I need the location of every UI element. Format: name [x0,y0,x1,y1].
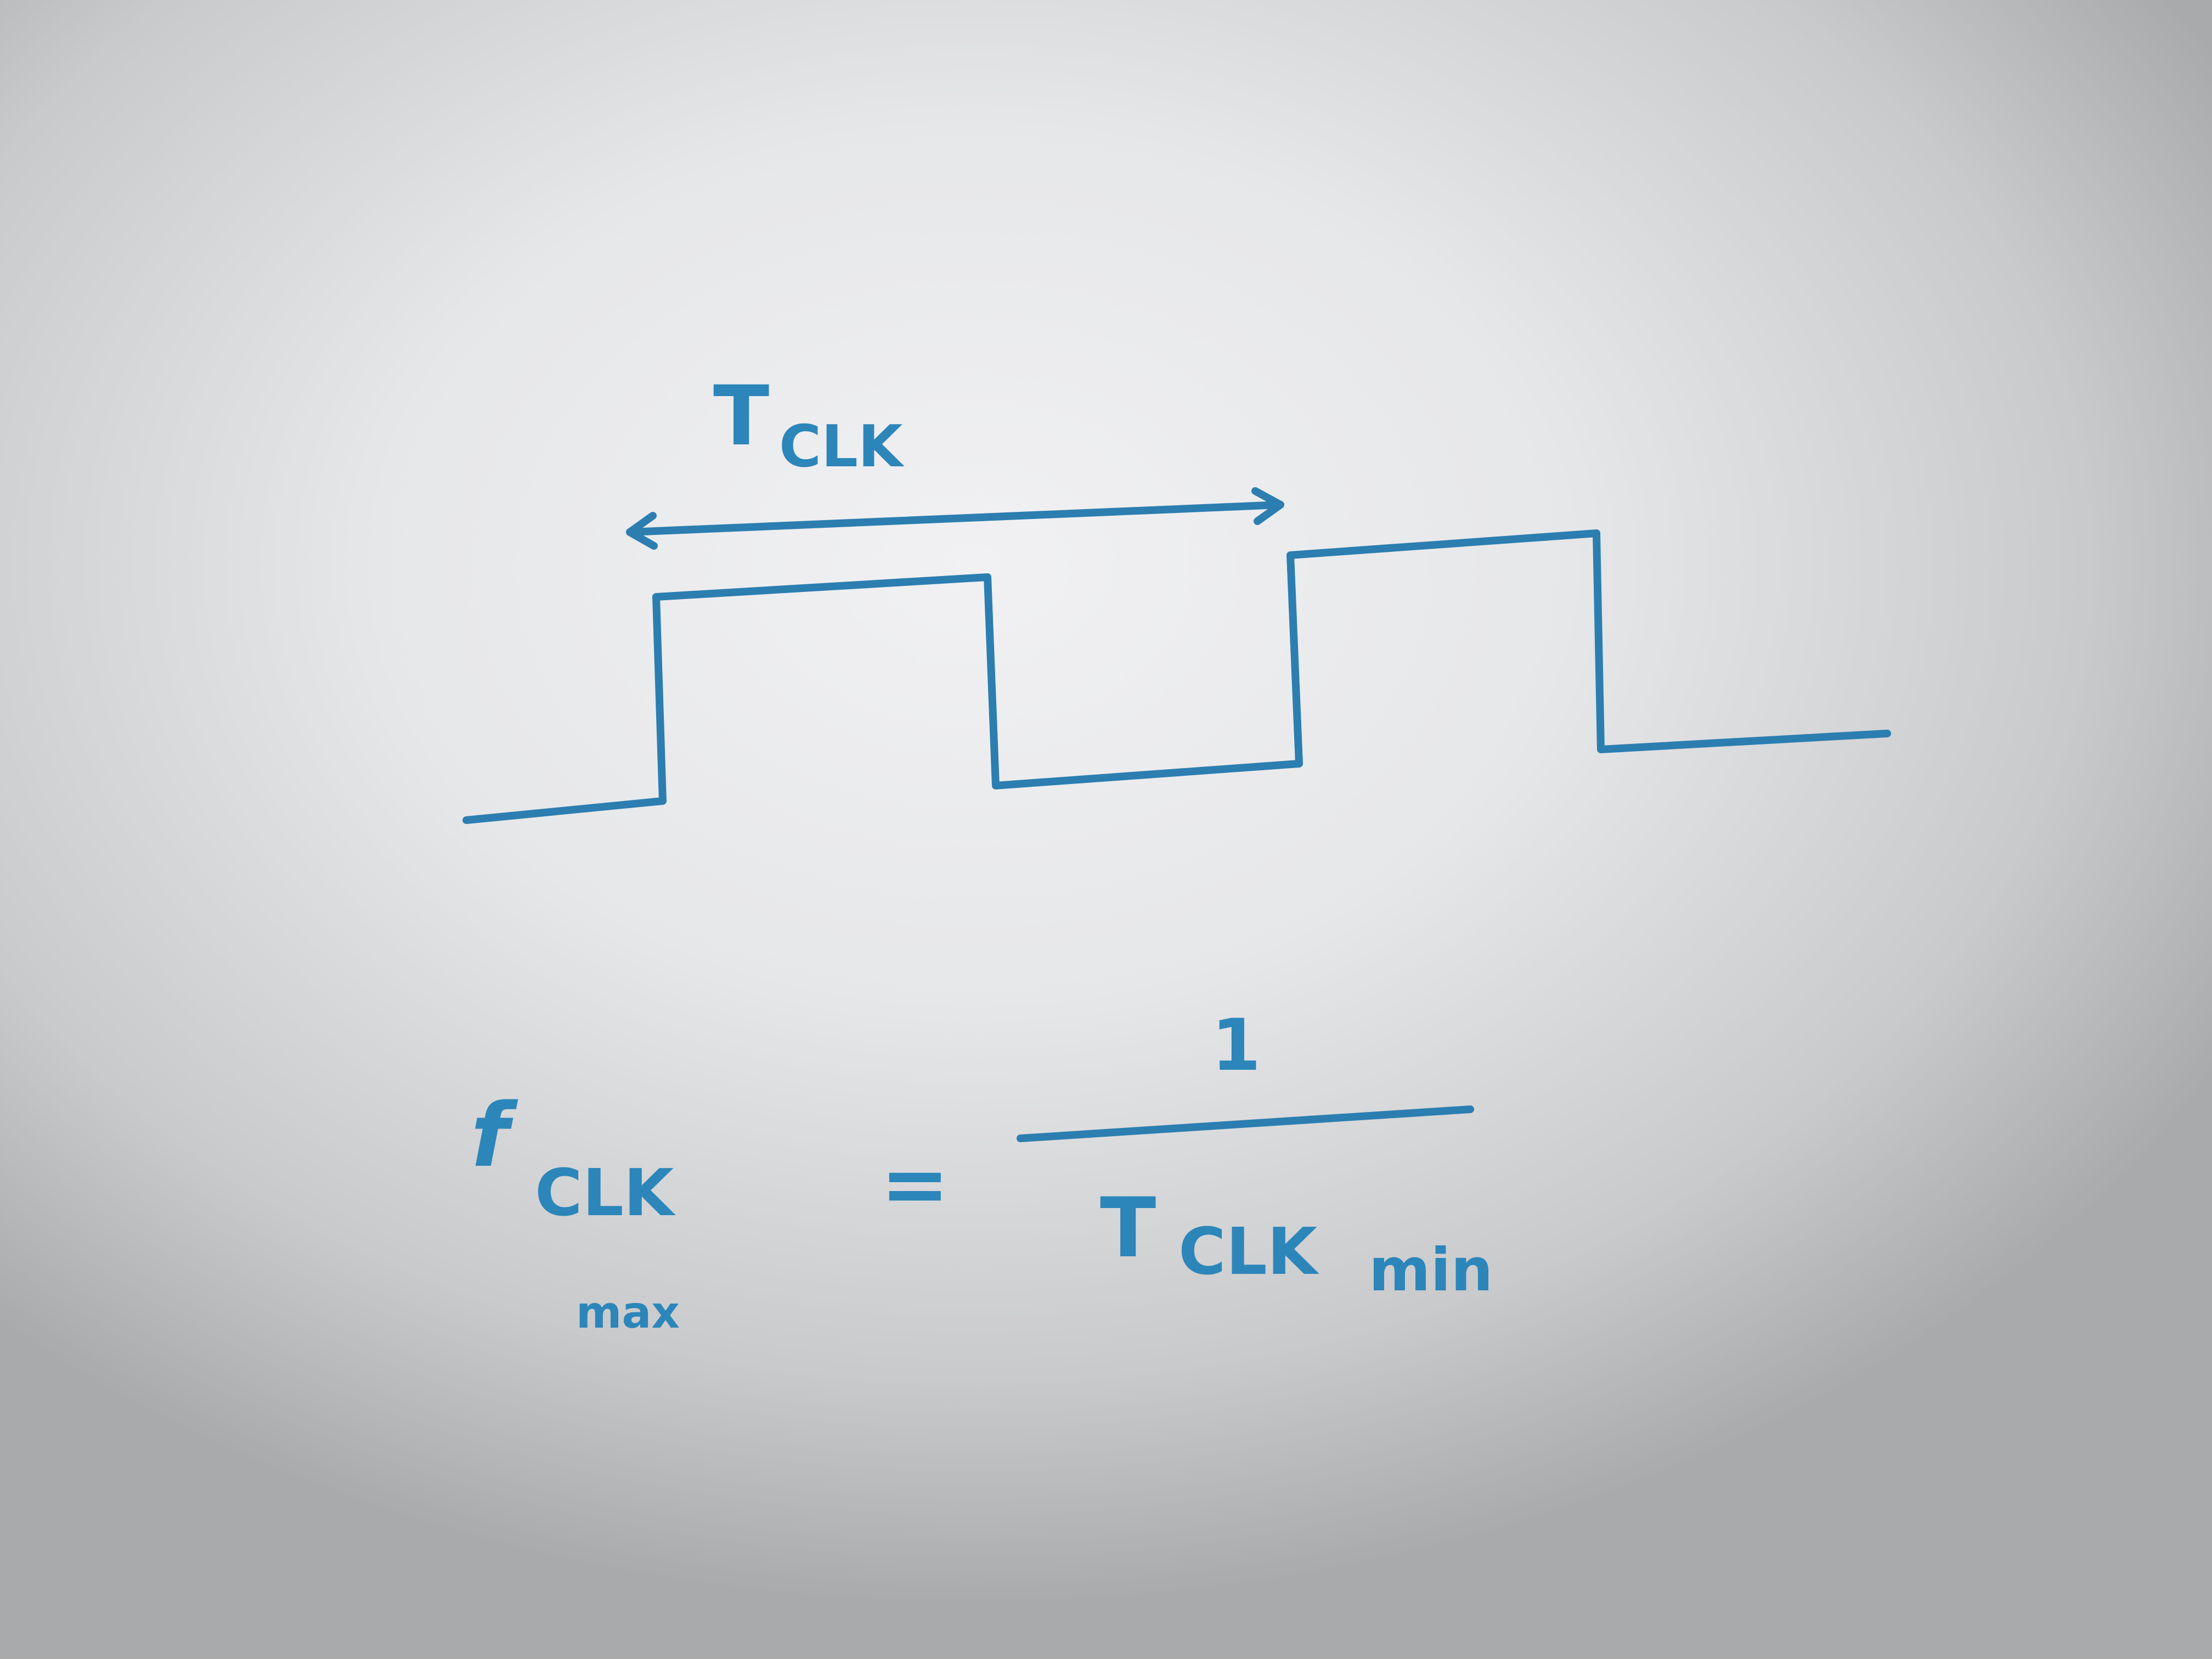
period-arrow-shaft [626,501,1284,536]
period-arrow-right-head [1251,487,1284,525]
formula-lhs-qualifier: max [576,1287,680,1338]
formula-lhs-subscript: CLK [535,1155,676,1231]
period-arrow [626,487,1284,550]
formula-den-symbol: T [1100,1181,1156,1276]
clock-waveform [462,529,1891,824]
formula-equals: = [881,1137,950,1232]
formula-den-qualifier: min [1369,1236,1493,1305]
period-label: T CLK [713,369,905,480]
formula: f CLK max = 1 T CLK min [471,1003,1493,1338]
fraction-bar [1017,1105,1474,1142]
period-label-symbol: T [713,369,769,464]
formula-numerator: 1 [1211,1003,1261,1087]
formula-den-subscript: CLK [1178,1214,1320,1289]
formula-lhs-symbol: f [471,1084,518,1187]
period-arrow-left-head [626,512,658,550]
period-label-subscript: CLK [779,413,905,480]
